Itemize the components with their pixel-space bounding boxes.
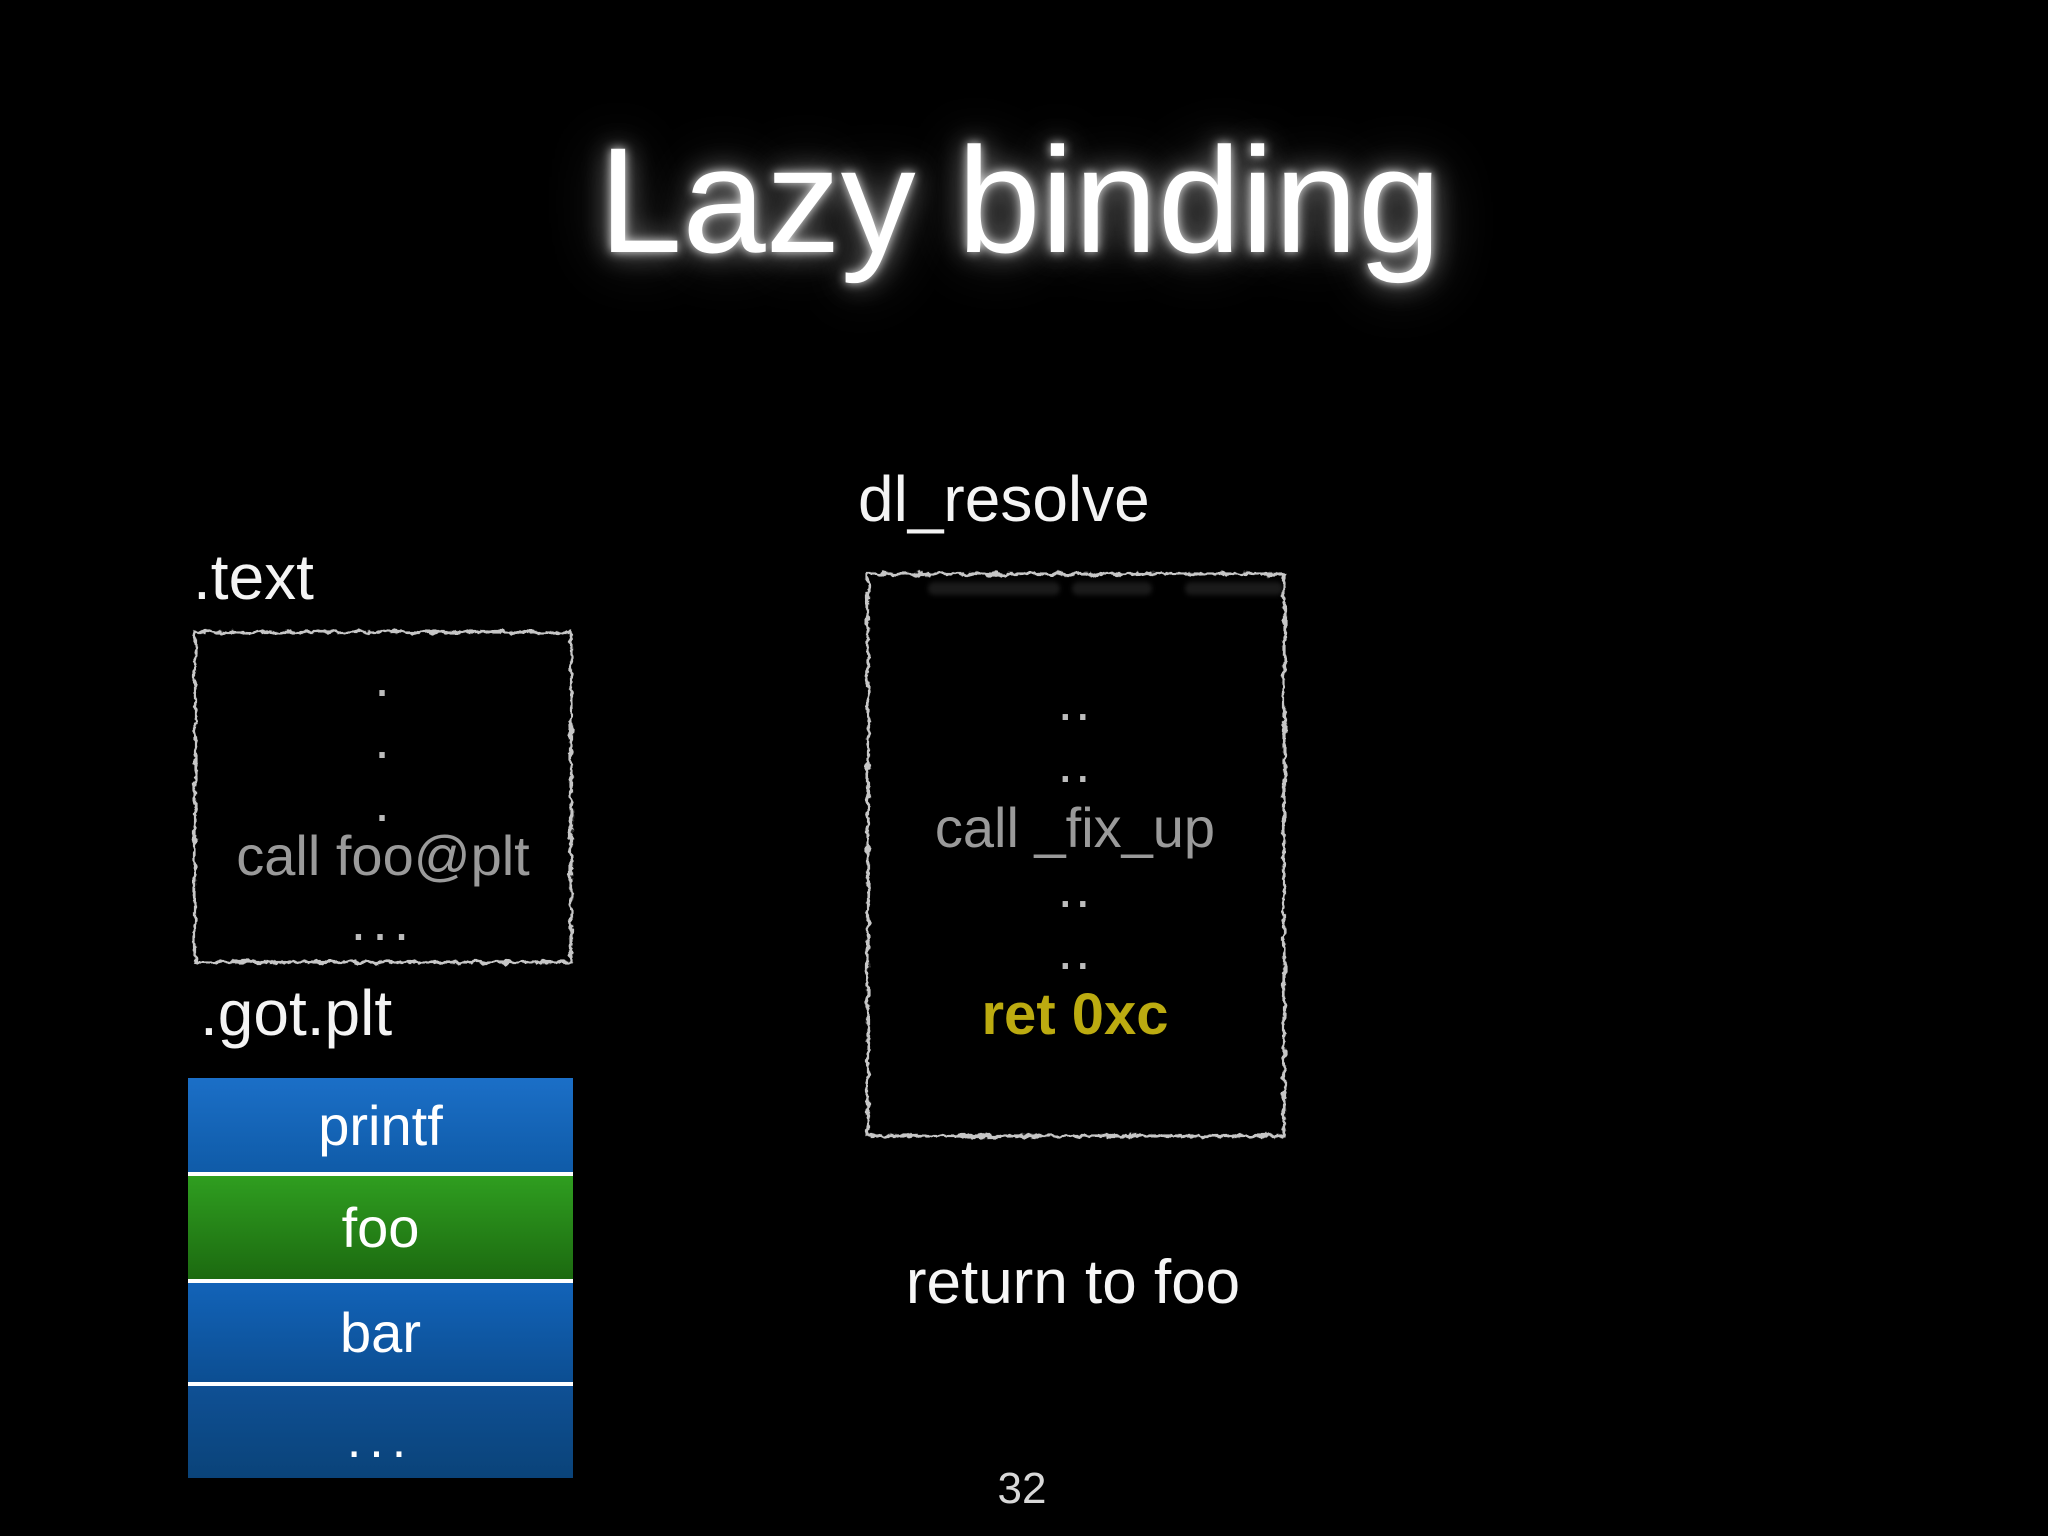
erased-text-smudge [928,582,1060,595]
row-separator [188,1382,573,1386]
ret-0xc-instruction: ret 0xc [981,982,1169,1047]
erased-text-smudge [1072,582,1152,595]
call-fixup-instruction: call _fix_up [934,796,1216,859]
text-box-dot: . [374,645,392,708]
text-box-dot: . [374,707,392,770]
table-row-bar: bar [188,1283,573,1382]
dlresolve-box-dots: .. [1057,856,1093,919]
return-to-foo-note: return to foo [905,1248,1241,1317]
dlresolve-section-label: dl_resolve [858,463,1150,535]
table-cell-label: printf [318,1093,443,1157]
table-row-foo: foo [188,1176,573,1279]
erased-text-smudge [1185,582,1283,595]
table-row-ellipsis: ... [188,1386,573,1478]
table-cell-label: foo [341,1196,420,1259]
dlresolve-box-dots: .. [1057,731,1093,794]
gotplt-table: printf foo bar ... [188,1078,573,1478]
text-box-outline [193,630,573,964]
slide-title: Lazy binding [598,116,1442,284]
text-section-label: .text [193,541,314,613]
gotplt-section-label: .got.plt [200,977,393,1049]
table-cell-label: bar [340,1301,421,1364]
text-box-ellipsis: ... [350,889,416,952]
dlresolve-box-dots: .. [1057,918,1093,981]
row-separator [188,1172,573,1176]
dlresolve-box-dots: .. [1057,669,1093,732]
text-box-dot: . [374,770,392,833]
page-number: 32 [997,1464,1047,1513]
table-cell-label: ... [346,1411,415,1469]
call-foo-plt-instruction: call foo@plt [236,824,530,887]
dl-resolve-box-outline [866,572,1286,1138]
row-separator [188,1279,573,1283]
table-row-printf: printf [188,1078,573,1172]
